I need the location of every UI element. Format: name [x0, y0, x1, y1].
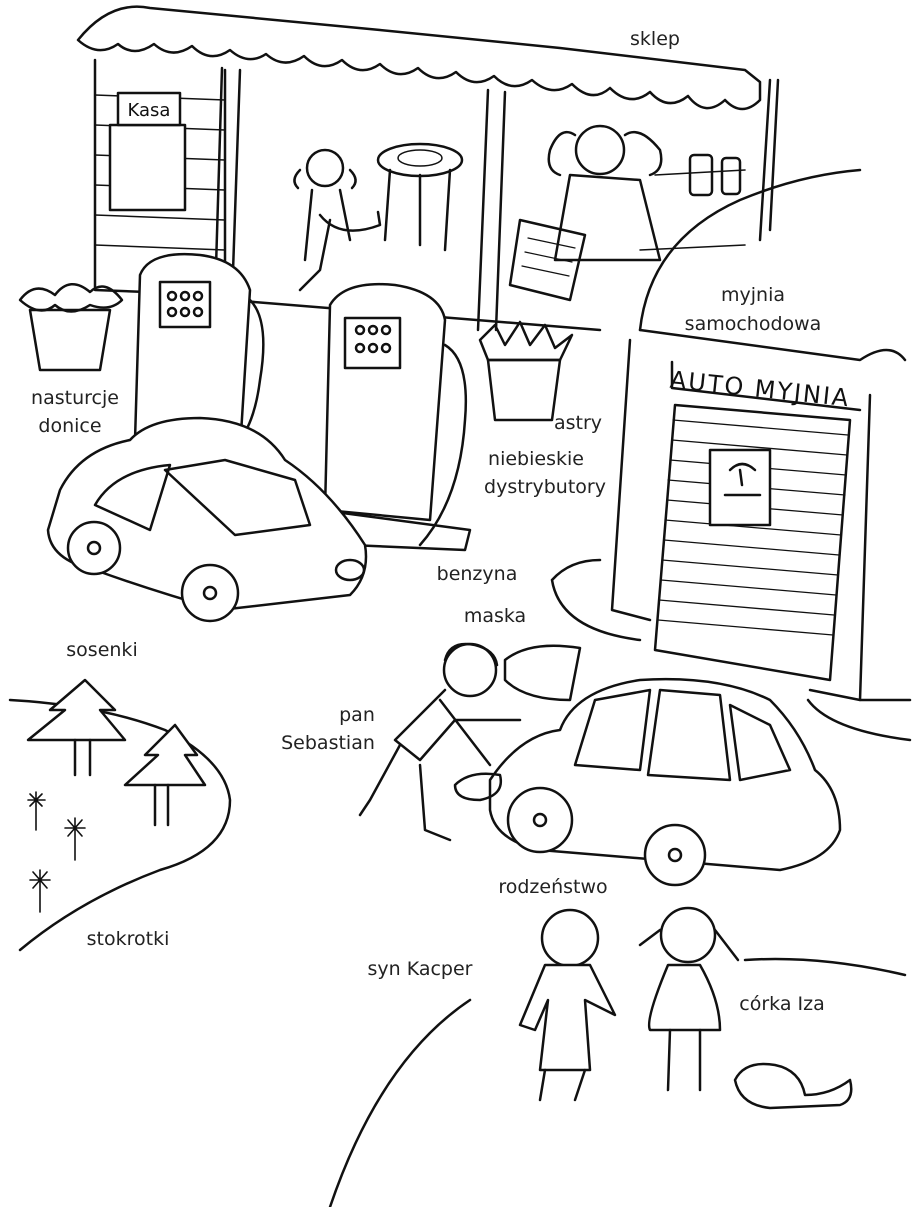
label-benzyna: benzyna	[437, 563, 518, 585]
label-sebastian: Sebastian	[281, 732, 375, 754]
label-astry: astry	[554, 412, 602, 434]
shop-awning	[76, 5, 762, 111]
label-dystrybutory: dystrybutory	[484, 476, 606, 498]
car-right-rear-wheel	[643, 823, 707, 887]
kasa-sign: Kasa	[128, 100, 171, 121]
label-myjnia-line2: samochodowa	[685, 313, 822, 335]
shopkeeper	[574, 124, 626, 176]
car-left-front-wheel	[66, 520, 122, 576]
girl-at-table	[305, 148, 345, 188]
fuel-hose-right	[418, 343, 468, 547]
car-wash-building: AUTO MYJNIA	[550, 168, 912, 742]
daughter-iza	[659, 906, 717, 964]
aster-pot	[486, 358, 562, 422]
man-sebastian	[358, 642, 522, 842]
label-sklep: sklep	[630, 28, 680, 50]
car-right-front-wheel	[506, 786, 574, 854]
pine-tree-2	[123, 723, 207, 787]
label-myjnia-line1: myjnia	[721, 284, 785, 306]
label-stokrotki: stokrotki	[87, 928, 170, 950]
daisies	[27, 791, 86, 913]
label-maska: maska	[464, 605, 526, 627]
label-sosenki: sosenki	[66, 639, 137, 661]
flower-pots	[18, 283, 574, 422]
son-kacper	[540, 908, 600, 968]
car-wash-door	[653, 403, 852, 682]
label-corka-iza: córka Iza	[739, 993, 824, 1015]
car-hood-open	[503, 644, 582, 702]
label-nasturcje: nasturcje	[31, 387, 119, 409]
newspaper	[508, 218, 587, 302]
labels: sklep myjnia samochodowa nasturcje donic…	[31, 28, 825, 1015]
label-donice: donice	[38, 415, 101, 437]
car-right	[488, 644, 842, 887]
nasturtium-pot	[28, 308, 112, 372]
label-rodzenstwo: rodzeństwo	[498, 876, 607, 898]
car-wash-icon-plate	[708, 448, 772, 527]
car-left	[46, 416, 368, 623]
car-wash-wall	[610, 338, 872, 702]
auto-myjnia-sign: AUTO MYJNIA	[669, 366, 852, 413]
pine-tree-1	[26, 678, 127, 742]
shop-building: Kasa	[76, 5, 780, 332]
label-pan: pan	[339, 704, 375, 726]
kasa-sign-box	[116, 91, 182, 127]
pine-trees-and-daisies	[8, 678, 232, 952]
puppy	[733, 1062, 853, 1110]
label-syn-kacper: syn Kacper	[367, 958, 472, 980]
siblings	[328, 906, 907, 1207]
kasa-window	[108, 123, 187, 212]
car-left-rear-wheel	[180, 563, 240, 623]
label-niebieskie: niebieskie	[488, 448, 584, 470]
fuel-hose-left	[238, 298, 265, 442]
fuel-pumps	[133, 253, 472, 552]
